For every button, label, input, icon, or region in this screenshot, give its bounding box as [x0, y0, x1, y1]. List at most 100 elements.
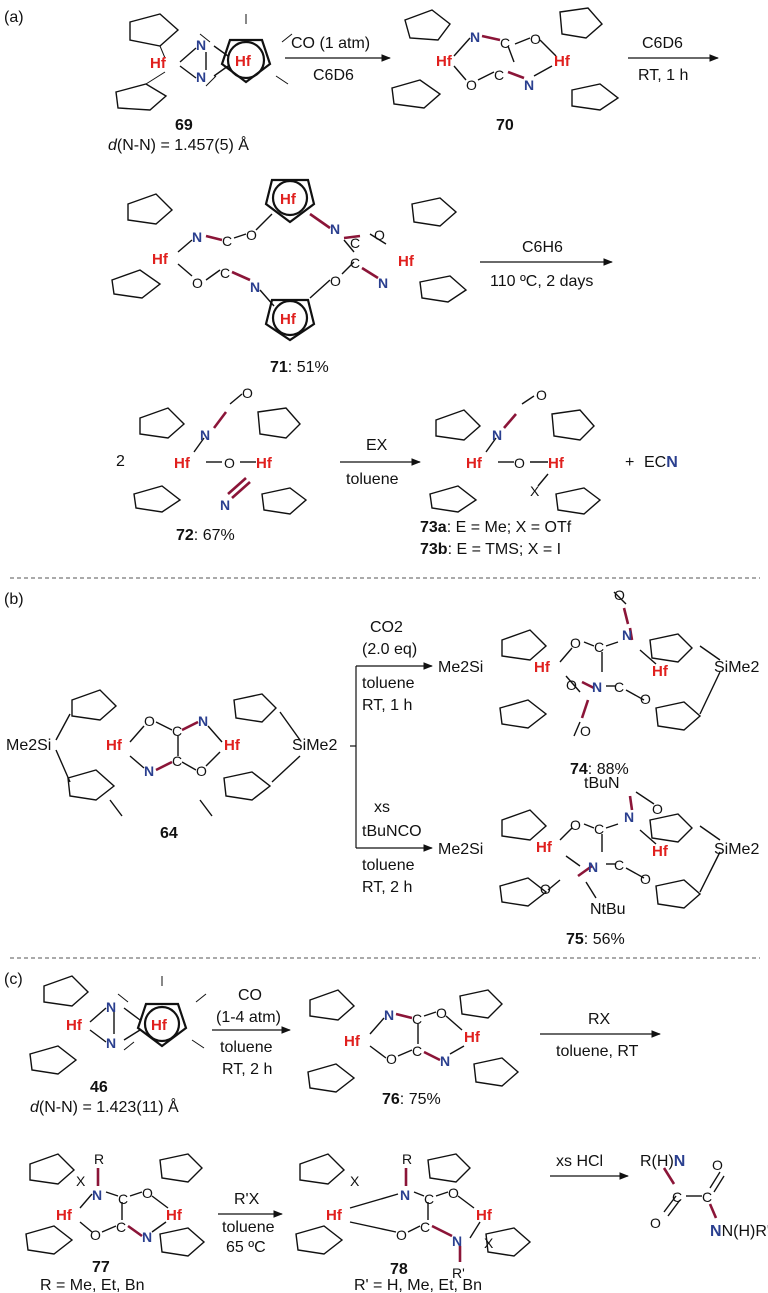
o-atom: O	[514, 455, 525, 471]
x-ligand: X	[530, 483, 540, 499]
n-atom: N	[330, 221, 340, 237]
n-atom: N	[106, 1035, 116, 1051]
x-ligand: X	[76, 1173, 86, 1189]
o-atom: O	[448, 1185, 459, 1201]
sime2-label: SiMe2	[714, 659, 759, 676]
o-atom: O	[640, 691, 651, 707]
o-atom: O	[614, 587, 625, 603]
hf-atom: Hf	[235, 53, 252, 70]
x-ligand: X	[350, 1173, 360, 1189]
step-a-reagent: CO2	[370, 619, 403, 636]
panel-a-label: (a)	[4, 9, 24, 26]
o-atom: O	[570, 817, 581, 833]
hf-atom: Hf	[476, 1207, 493, 1224]
r-substituent: R	[94, 1151, 104, 1167]
n-atom: N	[592, 679, 602, 695]
compound-70-number: 70	[496, 117, 514, 134]
compound-78-substituents: R' = H, Me, Et, Bn	[354, 1277, 482, 1293]
n-atom: N	[524, 77, 534, 93]
c-atom: C	[220, 265, 230, 281]
step-c3-reagent: R'X	[234, 1191, 260, 1208]
sime2-label: SiMe2	[714, 841, 759, 858]
n-atom: N	[400, 1187, 410, 1203]
n-atom: N	[250, 279, 260, 295]
c-atom: C	[500, 35, 510, 51]
c-atom: C	[672, 1189, 682, 1205]
c-atom: C	[350, 255, 360, 271]
hf-atom: Hf	[166, 1207, 183, 1224]
byproduct-ecn: ECN	[644, 454, 678, 471]
n-atom: N	[196, 37, 206, 53]
hf-atom: Hf	[150, 55, 167, 72]
c-atom: C	[614, 857, 624, 873]
hf-atom: Hf	[280, 191, 297, 208]
compound-69-structure	[115, 13, 293, 111]
o-atom: O	[386, 1051, 397, 1067]
hf-atom: Hf	[652, 843, 669, 860]
compound-77-substituents: R = Me, Et, Bn	[40, 1277, 144, 1293]
oxamide-rh-group: R(H)N	[640, 1153, 685, 1170]
compound-46-distance: d(N-N) = 1.423(11) Å	[30, 1097, 179, 1116]
hf-atom: Hf	[326, 1207, 343, 1224]
compound-75-structure	[499, 791, 721, 909]
o-atom: O	[566, 677, 577, 693]
step-c3-solvent: toluene	[222, 1219, 275, 1236]
step-b-reagent: tBuNCO	[362, 823, 422, 840]
step-c1-pressure: (1-4 atm)	[216, 1009, 281, 1026]
hf-atom: Hf	[344, 1033, 361, 1050]
hf-atom: Hf	[536, 839, 553, 856]
n-atom: N	[200, 427, 210, 443]
me2si-label: Me2Si	[438, 841, 483, 858]
hf-atom: Hf	[554, 53, 571, 70]
step-b-solvent: toluene	[362, 857, 415, 874]
hf-atom: Hf	[106, 737, 123, 754]
oxamide-nhr-group: NN(H)R'	[710, 1223, 768, 1240]
o-atom: O	[436, 1005, 447, 1021]
n-atom: N	[196, 69, 206, 85]
c-atom: C	[594, 639, 604, 655]
step-c1-solvent: toluene	[220, 1039, 273, 1056]
step-c1-reagent: CO	[238, 987, 262, 1004]
c-atom: C	[118, 1191, 128, 1207]
o-atom: O	[330, 273, 341, 289]
c-atom: C	[172, 753, 182, 769]
hf-atom: Hf	[152, 251, 169, 268]
o-atom: O	[246, 227, 257, 243]
step-a-solvent: toluene	[362, 675, 415, 692]
o-atom: O	[570, 635, 581, 651]
panel-c-label: (c)	[4, 971, 23, 988]
me2si-label: Me2Si	[438, 659, 483, 676]
step-3-conditions: 110 ºC, 2 days	[490, 273, 593, 290]
step-b-excess: xs	[374, 799, 390, 816]
step-4-solvent: toluene	[346, 471, 399, 488]
step-b-conditions: RT, 2 h	[362, 879, 412, 896]
o-atom: O	[640, 871, 651, 887]
oxamide-structure	[662, 1167, 725, 1219]
hf-atom: Hf	[174, 455, 191, 472]
sime2-label: SiMe2	[292, 737, 337, 754]
c-atom: C	[424, 1191, 434, 1207]
compound-74-label: 74: 88%	[570, 761, 629, 778]
compound-77-structure	[25, 1153, 206, 1257]
hf-atom: Hf	[66, 1017, 83, 1034]
o-atom: O	[530, 31, 541, 47]
compound-73-structure	[429, 395, 602, 515]
step-1-solvent: C6D6	[313, 67, 354, 84]
hf-atom: Hf	[398, 253, 415, 270]
step-2-conditions: RT, 1 h	[638, 67, 688, 84]
step-c1-conditions: RT, 2 h	[222, 1061, 272, 1078]
n-atom: N	[624, 809, 634, 825]
compound-69-number: 69	[175, 117, 193, 134]
o-atom: O	[90, 1227, 101, 1243]
hf-atom: Hf	[151, 1017, 168, 1034]
o-atom: O	[580, 723, 591, 739]
o-atom: O	[536, 387, 547, 403]
n-atom: N	[588, 859, 598, 875]
compound-72-label: 72: 67%	[176, 527, 235, 544]
c-atom: C	[494, 67, 504, 83]
c-atom: C	[420, 1219, 430, 1235]
step-a-equiv: (2.0 eq)	[362, 641, 417, 658]
o-atom: O	[396, 1227, 407, 1243]
compound-46-number: 46	[90, 1079, 108, 1096]
